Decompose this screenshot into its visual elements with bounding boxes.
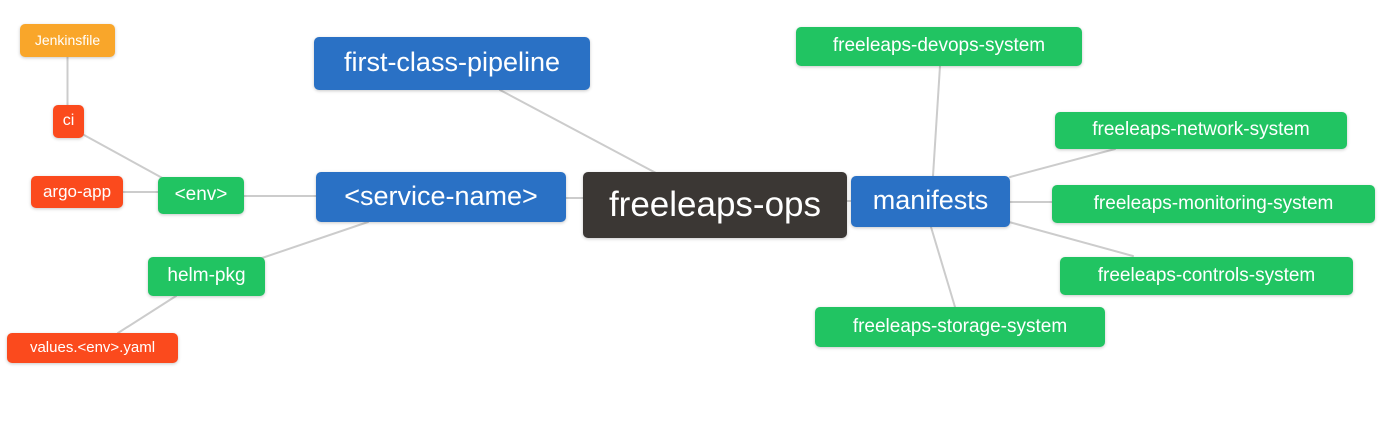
node-argo-app[interactable]: argo-app <box>31 176 123 208</box>
edge-manifests-storage <box>930 226 956 308</box>
edge-helm-pkg-service-name <box>261 221 369 259</box>
node-ci[interactable]: ci <box>53 105 84 138</box>
node-freeleaps-ops-root[interactable]: freeleaps-ops <box>583 172 847 238</box>
node-freeleaps-controls-system[interactable]: freeleaps-controls-system <box>1060 257 1353 295</box>
node-freeleaps-storage-system[interactable]: freeleaps-storage-system <box>815 307 1105 347</box>
node-helm-pkg[interactable]: helm-pkg <box>148 257 265 296</box>
edge-manifests-devops <box>932 65 941 177</box>
node-env[interactable]: <env> <box>158 177 244 214</box>
edge-manifests-network <box>1009 148 1116 178</box>
node-freeleaps-monitoring-system[interactable]: freeleaps-monitoring-system <box>1052 185 1375 223</box>
edge-manifests-controls <box>1008 221 1134 257</box>
node-freeleaps-network-system[interactable]: freeleaps-network-system <box>1055 112 1347 149</box>
node-service-name[interactable]: <service-name> <box>316 172 566 222</box>
edge-ci-env <box>83 134 167 181</box>
edge-pipeline-ops <box>499 89 657 174</box>
node-first-class-pipeline[interactable]: first-class-pipeline <box>314 37 590 90</box>
node-values-env-yaml[interactable]: values.<env>.yaml <box>7 333 178 363</box>
edge-values-helm-pkg <box>117 295 177 334</box>
node-jenkinsfile[interactable]: Jenkinsfile <box>20 24 115 57</box>
node-freeleaps-devops-system[interactable]: freeleaps-devops-system <box>796 27 1082 66</box>
node-manifests[interactable]: manifests <box>851 176 1010 227</box>
